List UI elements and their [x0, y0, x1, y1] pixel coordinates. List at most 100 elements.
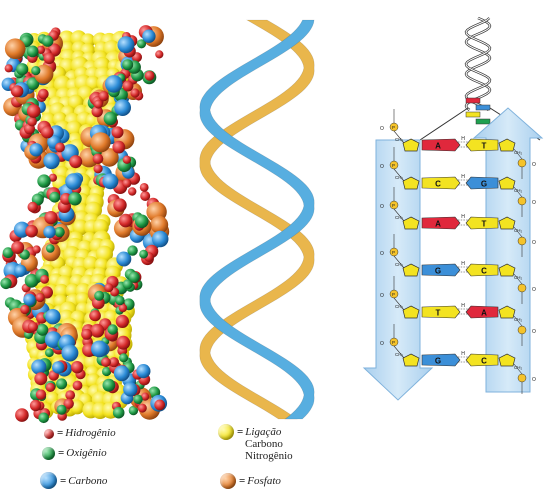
legend-hydrogen: =Hidrogênio [44, 427, 116, 439]
hydrogen-label: H [461, 136, 465, 142]
phosphate-right [517, 196, 527, 206]
legend-bond-line2: Carbono [245, 438, 283, 450]
phosphorus-label: P [392, 250, 395, 255]
base-left-label: G [435, 267, 441, 276]
sugar-right [498, 138, 516, 152]
base-left [421, 353, 461, 367]
oxygen-label: O [532, 200, 536, 206]
base-right-label: C [481, 357, 487, 366]
oxygen-atom-icon [42, 447, 55, 460]
phosphate-right [517, 236, 527, 246]
base-right [465, 263, 499, 277]
ch2-label: CH₂ [514, 317, 522, 322]
hydrogen-bonds [458, 141, 468, 148]
carbon-nitrogen-bond-icon [218, 424, 234, 440]
carbon-atom-icon [40, 472, 57, 489]
hydrogen-bonds [458, 308, 468, 315]
sugar-right [498, 176, 516, 190]
sugar-left [402, 176, 420, 190]
phosphorus-label: P [392, 163, 395, 168]
hydrogen-bonds [458, 356, 468, 363]
oxygen-label: O [532, 329, 536, 335]
sugar-right [498, 353, 516, 367]
phosphate-right [517, 373, 527, 383]
ch2-label: CH₂ [514, 275, 522, 280]
ch2-label: CH₂ [395, 215, 403, 220]
ch2-label: CH₂ [514, 228, 522, 233]
mini-helix-icon [419, 16, 541, 141]
hydrogen-label: H [461, 351, 465, 357]
sugar-right [498, 263, 516, 277]
base-right [465, 138, 499, 152]
oxygen-label: O [532, 162, 536, 168]
blue-ribbon-strand [199, 19, 315, 420]
base-right [465, 353, 499, 367]
left-strand-arrow [362, 139, 434, 401]
base-pair: A T H O P CH₂ O CH₂ [380, 109, 536, 179]
ch2-label: CH₂ [514, 188, 522, 193]
base-left-label: A [435, 142, 441, 151]
base-pair-rungs: A T H O P CH₂ O CH₂ C G H O P CH₂ O CH₂ A T H O P CH₂ O CH₂ G C H O… [380, 109, 536, 394]
base-right-label: T [482, 142, 487, 151]
base-left [421, 263, 461, 277]
legend-bond-line3: Nitrogênio [245, 450, 293, 462]
sugar-left [402, 216, 420, 230]
phosphorus-label: P [392, 292, 395, 297]
hydrogen-atom-icon [44, 429, 54, 439]
base-right [465, 216, 499, 230]
sugar-left [402, 263, 420, 277]
sugar-right [498, 216, 516, 230]
hydrogen-label: H [461, 174, 465, 180]
legend-oxygen-label: =Oxigênio [58, 447, 107, 459]
base-left-label: C [435, 180, 441, 189]
space-filling-dna-model [0, 25, 170, 424]
oxygen-label: O [532, 287, 536, 293]
base-pair: A T H O P CH₂ O CH₂ [380, 187, 536, 257]
legend-bond: =Ligação Carbono Nitrogênio [218, 424, 293, 462]
oxygen-label: O [380, 204, 384, 210]
ch2-label: CH₂ [514, 150, 522, 155]
phosphate-right [517, 325, 527, 335]
oxygen-label: O [380, 164, 384, 170]
sugar-right [498, 305, 516, 319]
schematic-dna-ladder: A T H O P CH₂ O CH₂ C G H O P CH₂ O CH₂ A T H O P CH₂ O CH₂ G C H O… [362, 16, 544, 401]
legend-bond-line1: =Ligação [237, 426, 282, 438]
ch2-label: CH₂ [395, 137, 403, 142]
ch2-label: CH₂ [395, 352, 403, 357]
ch2-label: CH₂ [514, 365, 522, 370]
hydrogen-label: H [461, 303, 465, 309]
base-left-label: A [435, 220, 441, 229]
oxygen-label: O [532, 377, 536, 383]
hydrogen-bonds [458, 219, 468, 226]
sugar-left [402, 353, 420, 367]
hydrogen-bonds [458, 266, 468, 273]
phosphorus-label: P [392, 203, 395, 208]
legend-phosphate-label: =Fosfato [239, 475, 281, 487]
base-right-label: G [481, 180, 487, 189]
base-right-label: A [481, 309, 487, 318]
phosphorus-label: P [392, 340, 395, 345]
hydrogen-label: H [461, 261, 465, 267]
ch2-label: CH₂ [395, 262, 403, 267]
base-right-label: T [482, 220, 487, 229]
oxygen-label: O [380, 341, 384, 347]
oxygen-label: O [380, 126, 384, 132]
phosphate-right [517, 283, 527, 293]
sugar-left [402, 305, 420, 319]
base-left [421, 138, 461, 152]
legend-phosphate: =Fosfato [220, 473, 281, 489]
sugar-left [402, 138, 420, 152]
oxygen-label: O [380, 251, 384, 257]
base-left [421, 216, 461, 230]
base-right [465, 305, 499, 319]
legend-carbon-label: =Carbono [60, 475, 108, 487]
ch2-label: CH₂ [395, 175, 403, 180]
hydrogen-label: H [461, 214, 465, 220]
base-right [465, 176, 499, 190]
phosphate-atom-icon [220, 473, 236, 489]
phosphate-right [517, 158, 527, 168]
